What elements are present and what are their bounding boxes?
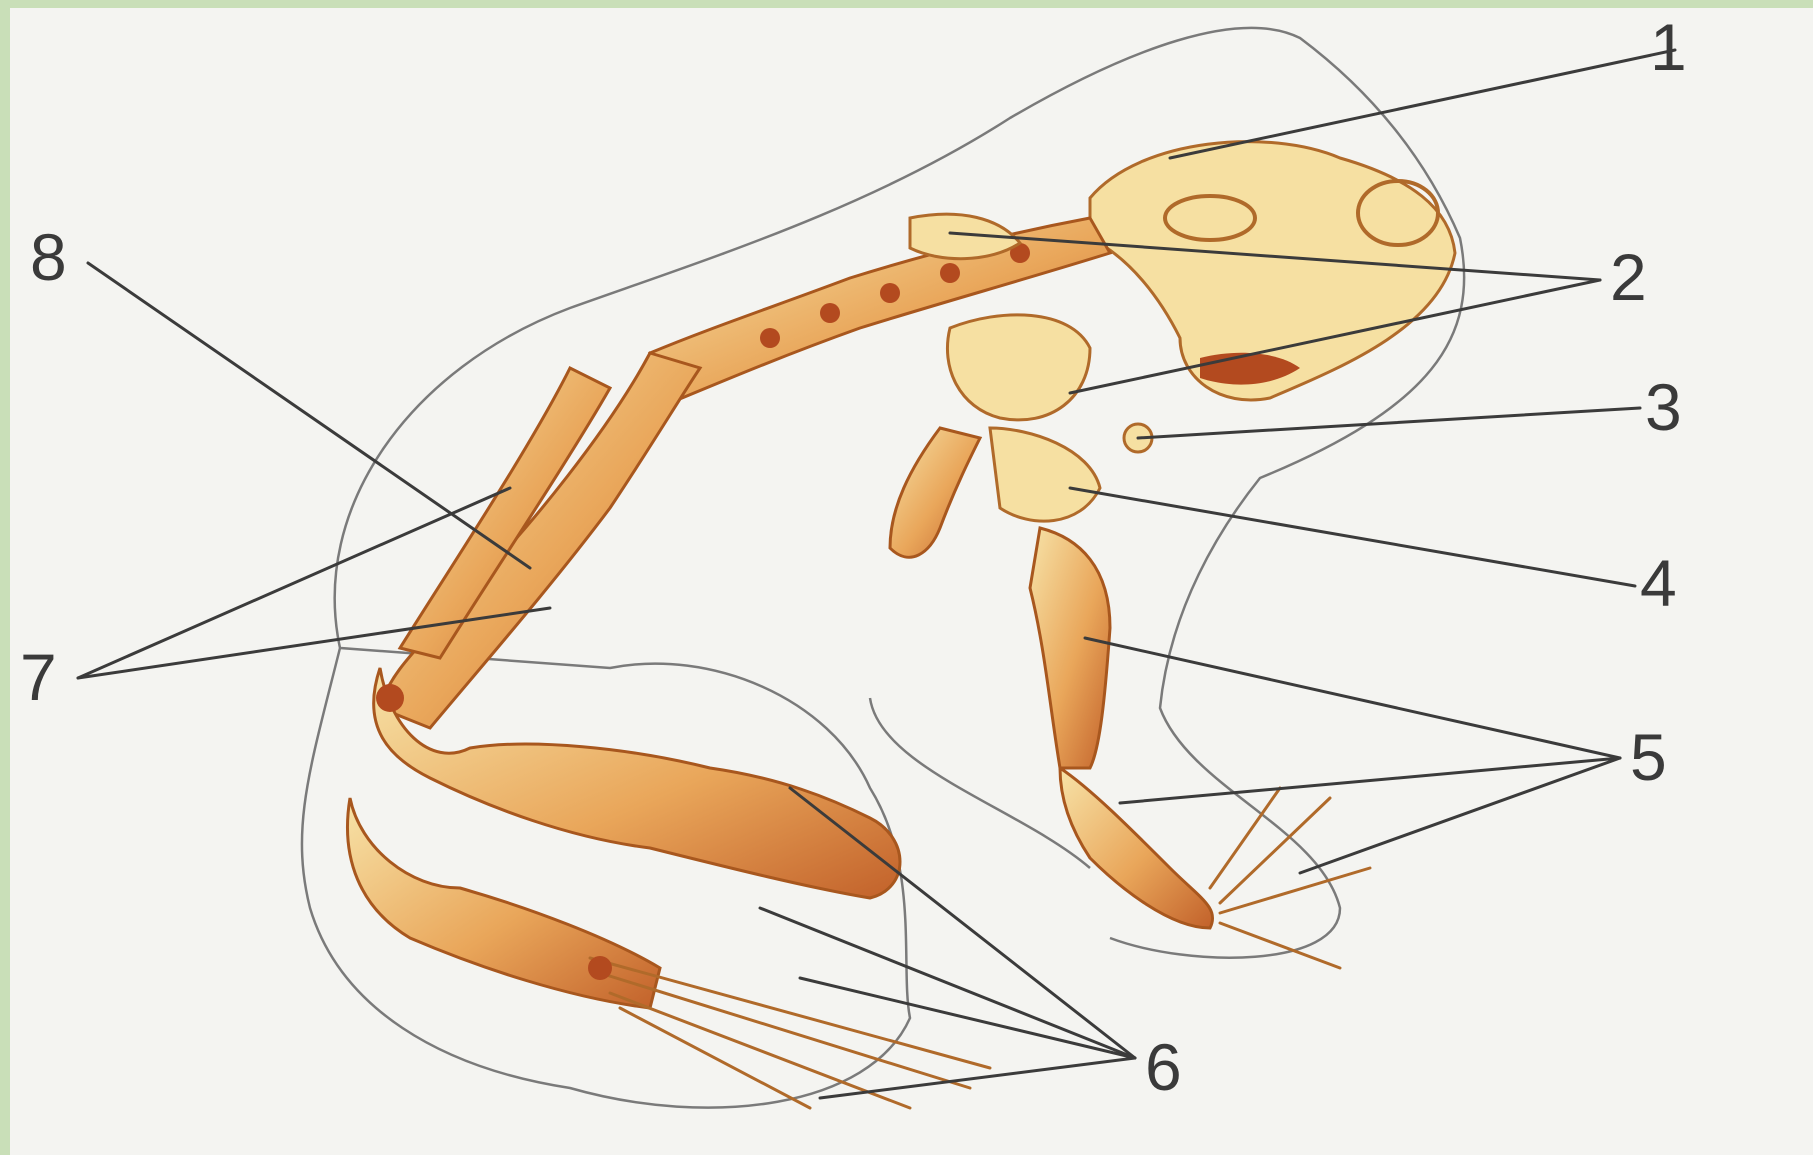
leader-8: [88, 263, 530, 568]
pelvis-and-thigh: [380, 353, 700, 728]
forelimb: [1030, 528, 1370, 968]
leader-3: [1138, 408, 1640, 438]
leader-5c: [1300, 758, 1620, 873]
skull: [1090, 142, 1455, 400]
label-8: 8: [30, 220, 67, 294]
label-7: 7: [20, 640, 57, 714]
leader-5b: [1120, 758, 1620, 803]
diagram-canvas: 1 2 3 4 5 6 7 8: [10, 8, 1813, 1155]
label-2: 2: [1610, 240, 1647, 314]
leader-1: [1170, 50, 1675, 158]
label-1: 1: [1650, 10, 1687, 84]
label-5: 5: [1630, 720, 1667, 794]
leader-5a: [1085, 638, 1620, 758]
hindlimb: [348, 668, 991, 1108]
label-6: 6: [1145, 1030, 1182, 1104]
label-4: 4: [1640, 546, 1677, 620]
shoulder-girdle: [890, 315, 1152, 557]
label-3: 3: [1645, 370, 1682, 444]
frog-skeleton-diagram: 1 2 3 4 5 6 7 8: [10, 8, 1813, 1155]
leader-4: [1070, 488, 1635, 586]
labels: 1 2 3 4 5 6 7 8: [20, 10, 1687, 1104]
